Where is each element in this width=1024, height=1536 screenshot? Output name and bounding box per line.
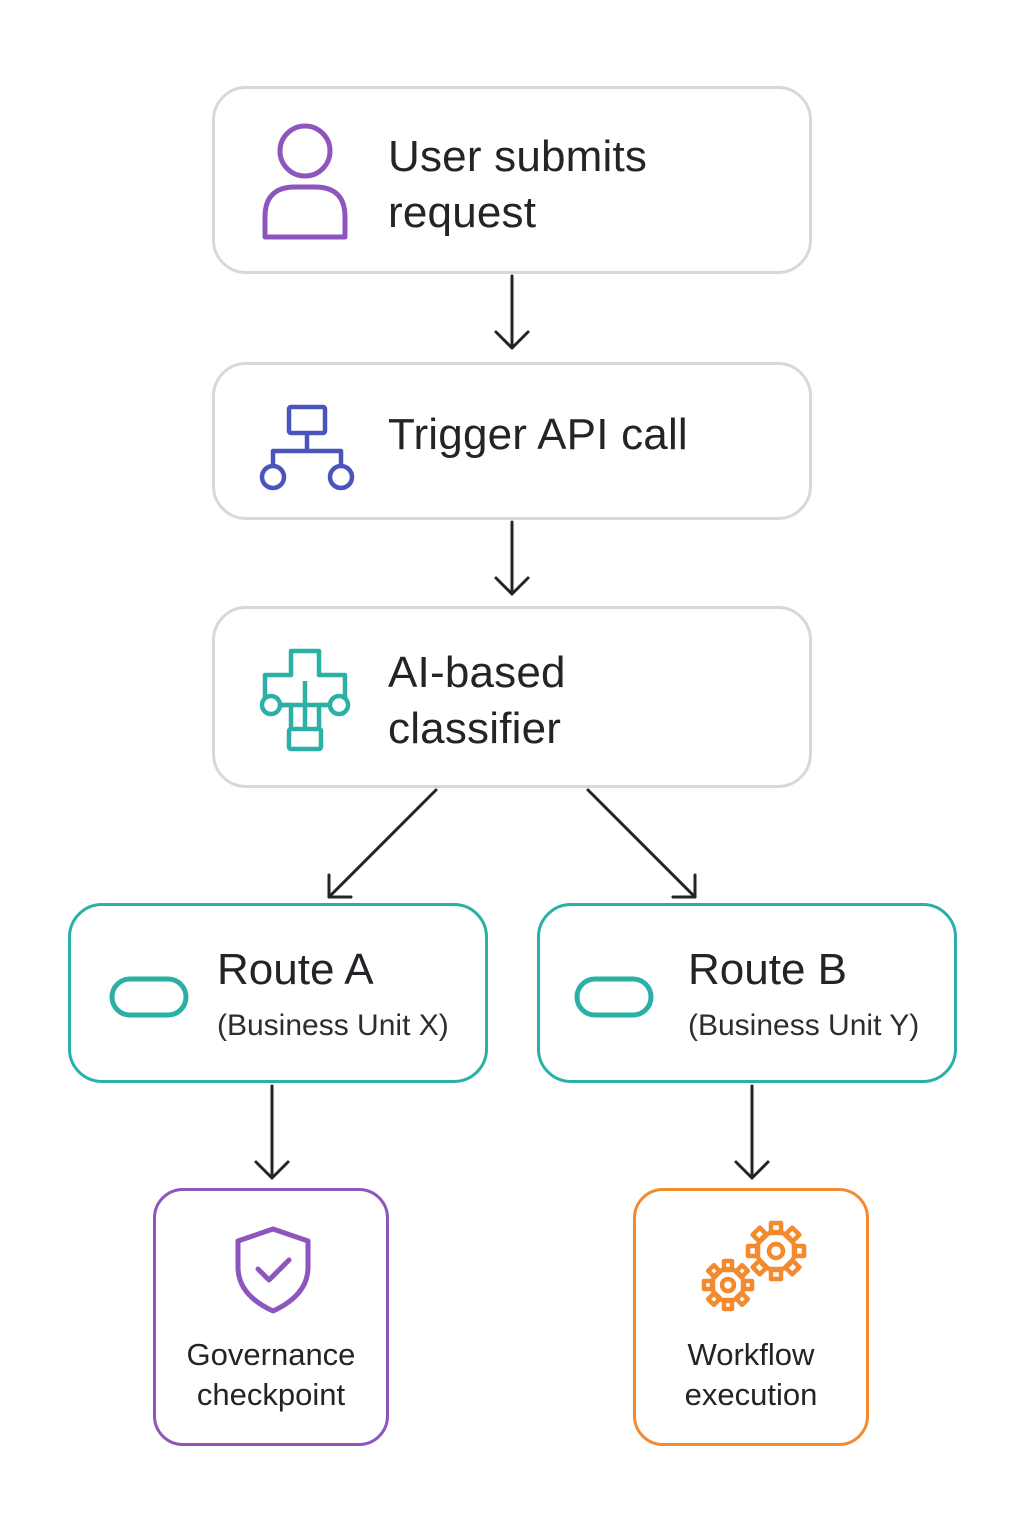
shield-check-icon (232, 1225, 314, 1315)
arrow-api-to-classifier (494, 520, 530, 596)
governance-label-line2: checkpoint (196, 1377, 346, 1412)
arrow-classifier-to-route-a (327, 788, 438, 899)
governance-label-line1: Governance (186, 1337, 356, 1372)
governance-node: Governance checkpoint (153, 1188, 389, 1446)
workflow-label-line2: execution (684, 1377, 818, 1412)
api-call-label: Trigger API call (388, 410, 688, 459)
user-request-label-line2: request (388, 188, 537, 237)
arrow-route-b-to-workflow (734, 1084, 770, 1180)
arrow-classifier-to-route-b (586, 788, 697, 899)
flowchart-icon (257, 645, 353, 755)
user-request-node: User submits request (212, 86, 812, 274)
pill-icon (574, 976, 654, 1018)
api-call-node: Trigger API call (212, 362, 812, 520)
route-b-title: Route B (688, 945, 847, 994)
pill-icon (109, 976, 189, 1018)
route-b-node: Route B (Business Unit Y) (537, 903, 957, 1083)
user-request-label-line1: User submits (388, 132, 648, 181)
user-icon (255, 121, 355, 245)
route-a-title: Route A (217, 945, 374, 994)
hierarchy-icon (257, 401, 357, 497)
workflow-label-line1: Workflow (687, 1337, 815, 1372)
arrow-request-to-api (494, 274, 530, 350)
route-b-subtitle: (Business Unit Y) (688, 1009, 920, 1042)
classifier-node: AI-based classifier (212, 606, 812, 788)
route-a-node: Route A (Business Unit X) (68, 903, 488, 1083)
classifier-label-line1: AI-based (388, 648, 566, 697)
gears-icon (698, 1219, 810, 1315)
classifier-label-line2: classifier (388, 704, 562, 753)
workflow-node: Workflow execution (633, 1188, 869, 1446)
arrow-route-a-to-governance (254, 1084, 290, 1180)
route-a-subtitle: (Business Unit X) (217, 1009, 449, 1042)
